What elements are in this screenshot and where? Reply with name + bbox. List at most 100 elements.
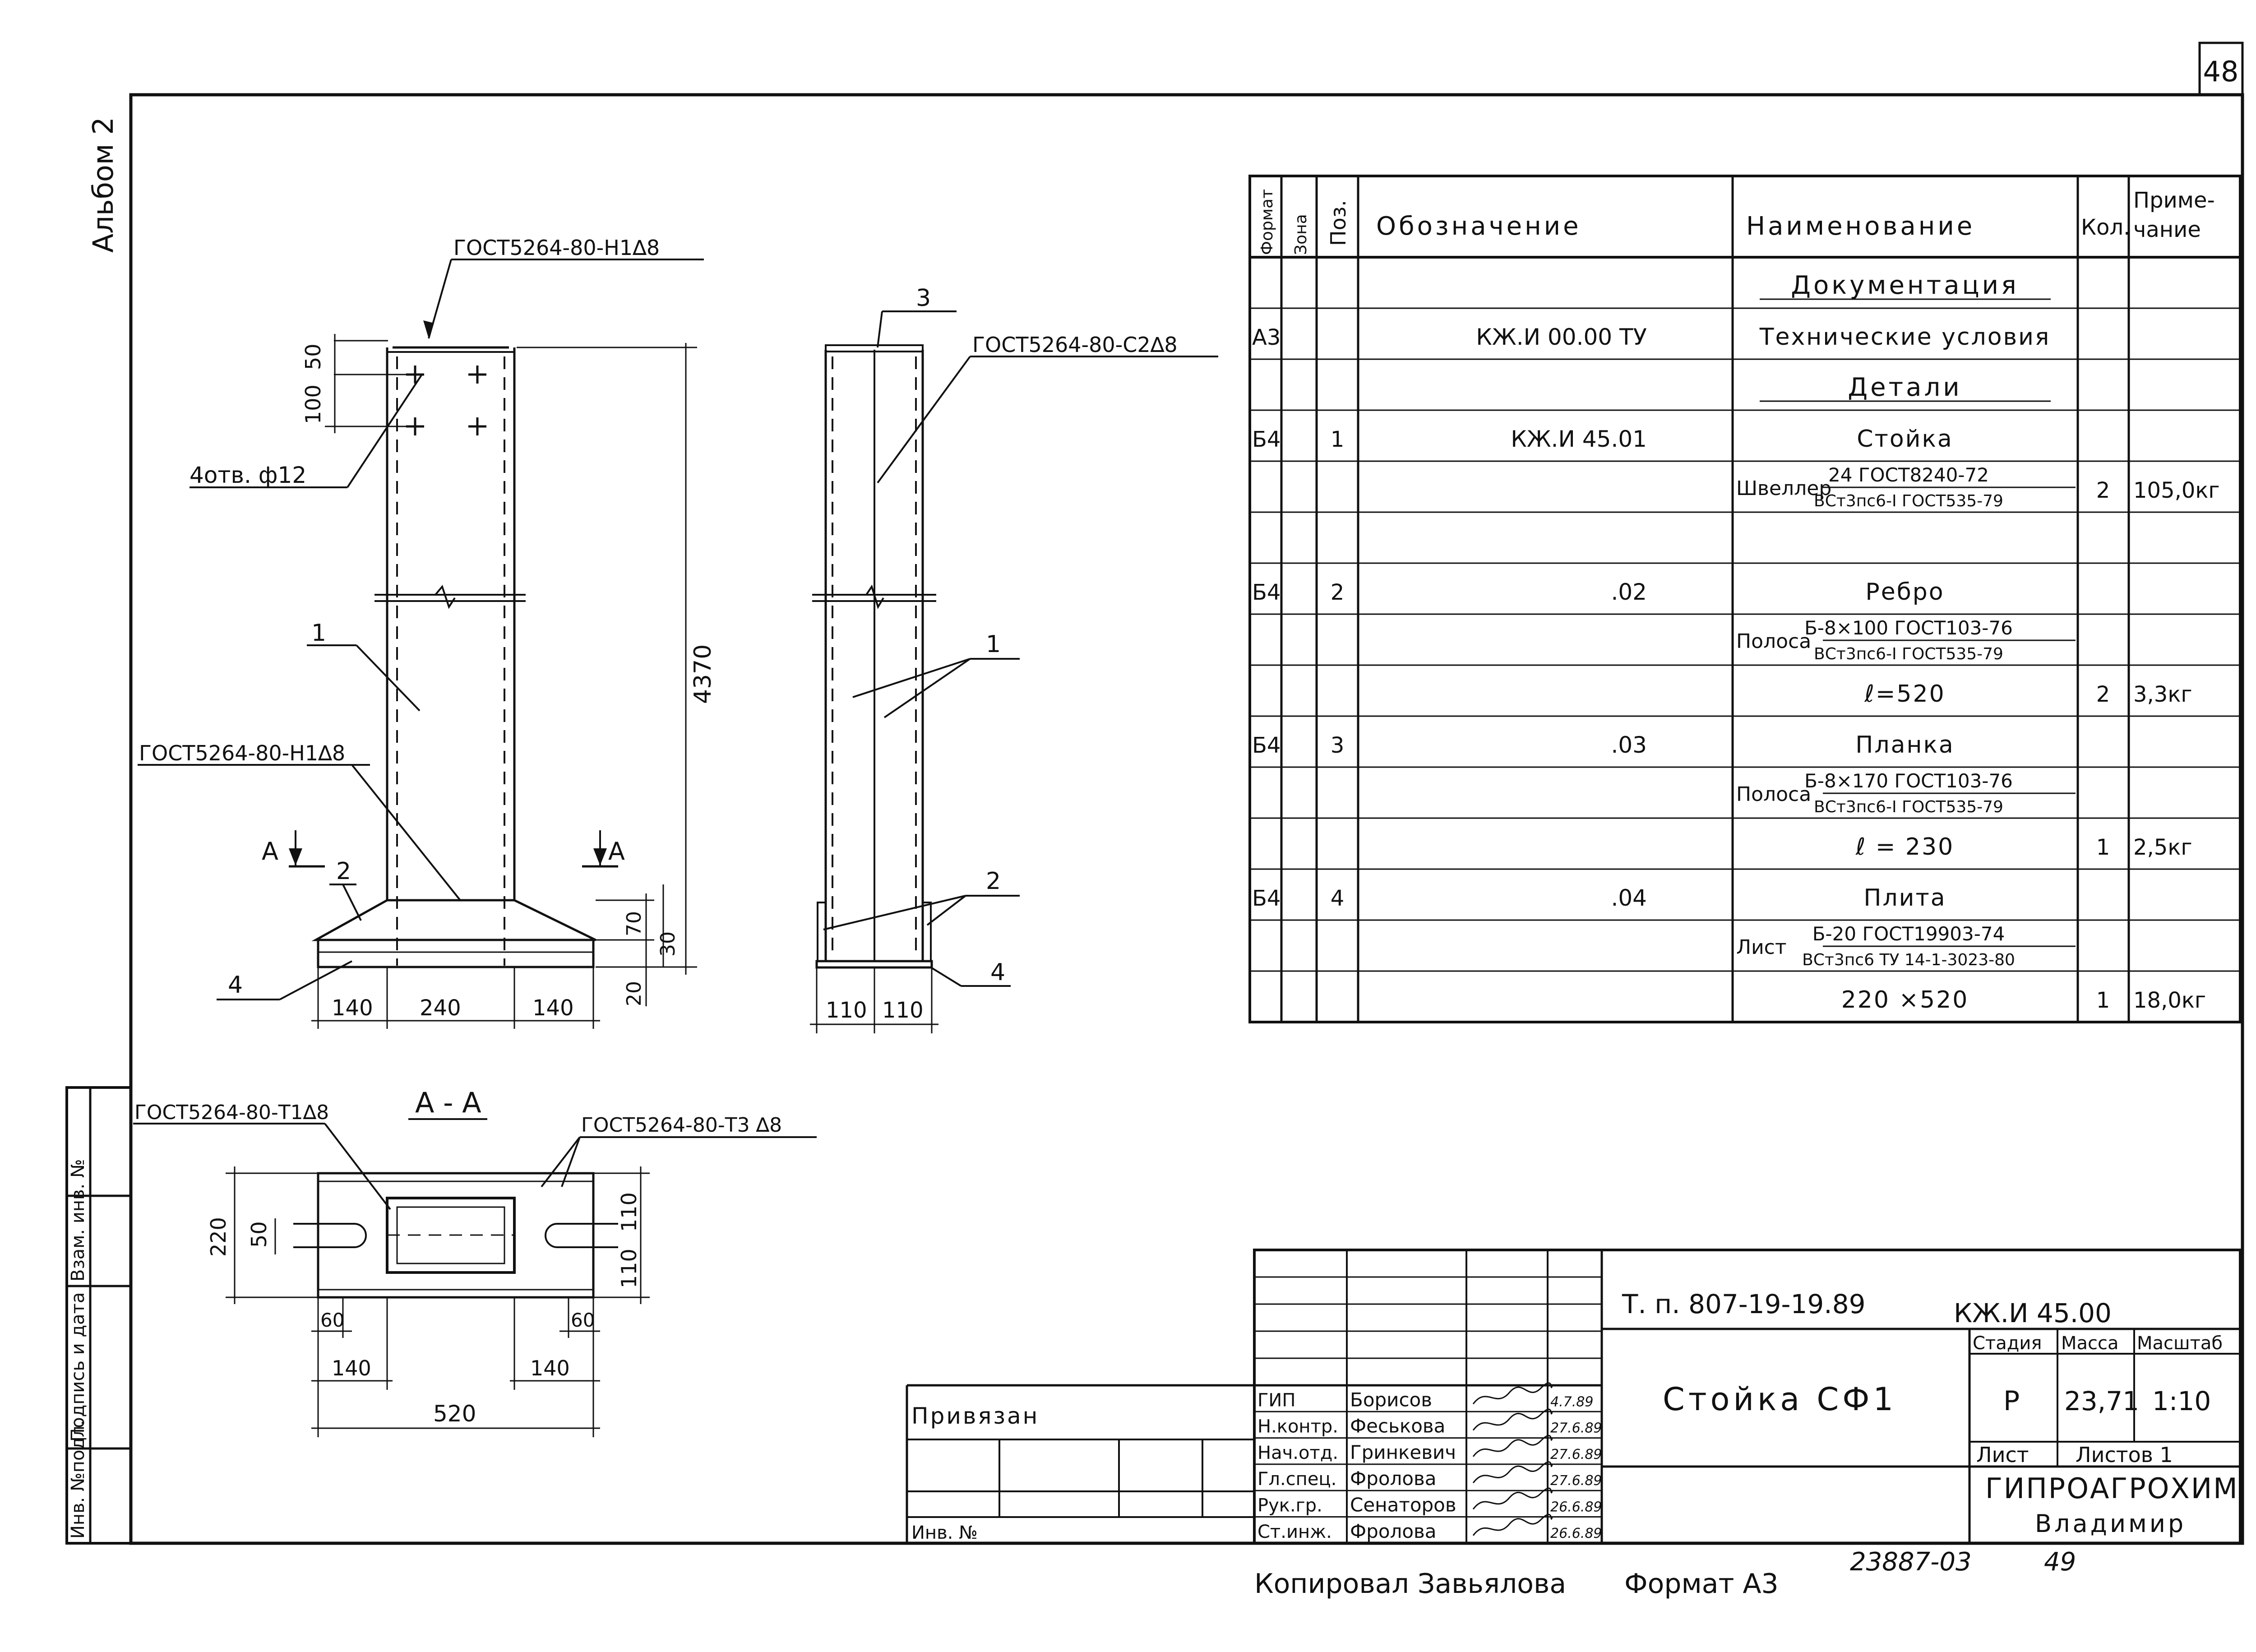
section-dim-50: 50	[247, 1221, 271, 1248]
album-label: Альбом 2	[87, 117, 120, 253]
section-mark-right-letter: А	[608, 837, 625, 865]
section-dim-60-right: 60	[571, 1309, 595, 1331]
spec-cell-qty: 2	[2096, 478, 2110, 503]
front-bottom-dim-1: 140	[332, 995, 373, 1021]
spec-cell-qty: 1	[2096, 988, 2110, 1013]
spec-cell-pos: 4	[1331, 886, 1345, 911]
spec-cell-name: Ребро	[1865, 578, 1944, 606]
sheets-label: Листов 1	[2076, 1443, 2173, 1467]
spec-cell-note: 18,0кг	[2133, 988, 2206, 1013]
side-pos1: 1	[986, 631, 1001, 658]
front-dim-100: 100	[301, 384, 325, 424]
spec-cell-name: Плита	[1863, 884, 1946, 912]
signer-name: Сенаторов	[1350, 1494, 1456, 1516]
front-holes-label: 4отв. ф12	[190, 462, 306, 488]
spec-cell-name: 220 ×520	[1841, 986, 1969, 1013]
signature-mark	[1472, 1382, 1553, 1405]
side-pos3: 3	[916, 285, 931, 312]
side-weld-label: ГОСТ5264-80-С2∆8	[972, 333, 1178, 357]
signer-date: 26.6.89	[1550, 1499, 1602, 1515]
front-dim-70: 70	[623, 911, 646, 936]
spec-table: Формат Зона Поз. Обозначение Наименовани…	[1248, 175, 2242, 1023]
side-pos2: 2	[986, 868, 1001, 895]
spec-cell-format: Б4	[1252, 580, 1281, 605]
sheet-frame	[129, 93, 2244, 1545]
section-a-a: А - А ГОСТ5264-80-Т1∆8 ГОСТ5264-80-Т3 ∆8…	[133, 1086, 817, 1437]
header-name: Наименование	[1746, 212, 1975, 241]
spec-cell-pos: 2	[1331, 580, 1345, 605]
stage-label: Стадия	[1973, 1333, 2042, 1354]
spec-cell-format: А3	[1252, 325, 1281, 350]
side-bottom-dim-2: 110	[882, 998, 924, 1023]
section-weld-right: ГОСТ5264-80-Т3 ∆8	[581, 1114, 782, 1137]
front-weld-base-label: ГОСТ5264-80-Н1∆8	[139, 741, 345, 765]
signer-date: 4.7.89	[1550, 1394, 1593, 1410]
header-format: Формат	[1258, 189, 1276, 255]
front-weld-top-label: ГОСТ5264-80-Н1∆8	[453, 236, 660, 260]
spec-cell-note: 3,3кг	[2133, 682, 2192, 707]
spec-cell-pos: 1	[1331, 427, 1345, 452]
signer-role: Нач.отд.	[1257, 1443, 1338, 1463]
signer-name: Фролова	[1350, 1467, 1437, 1490]
signer-name: Борисов	[1350, 1388, 1432, 1411]
section-weld-left: ГОСТ5264-80-Т1∆8	[134, 1101, 329, 1124]
spec-cell-name: Планка	[1855, 731, 1954, 759]
format-label: Формат А3	[1624, 1568, 1779, 1600]
section-dim-60-left: 60	[320, 1309, 344, 1331]
signer-role: Н.контр.	[1257, 1416, 1338, 1437]
spec-cell-name: Документация	[1791, 271, 2019, 300]
header-qty: Кол.	[2081, 215, 2130, 240]
spec-cell-qty: 2	[2096, 682, 2110, 707]
front-pos4: 4	[228, 972, 243, 999]
spec-cell-format: Б4	[1252, 733, 1281, 758]
spec-cell-note: 105,0кг	[2133, 478, 2220, 503]
section-dim-110-bot: 110	[617, 1249, 641, 1288]
spec-cell-designation: .03	[1611, 732, 1647, 758]
stage-value: Р	[2003, 1385, 2020, 1417]
spec-cell-name-prefix: Полоса	[1736, 630, 1811, 653]
copied-by: Копировал Завьялова	[1254, 1568, 1566, 1600]
side-stamp: Инв. №подл. Подпись и дата Взам. инв. №	[65, 1086, 132, 1545]
spec-cell-name-prefix: Лист	[1736, 936, 1787, 959]
spec-cell-name-bottom: ВСт3пс6-I ГОСТ535-79	[1814, 798, 2003, 816]
organization-name: ГИПРОАГРОХИМ	[1985, 1472, 2239, 1505]
header-note-1: Приме-	[2133, 188, 2215, 213]
signer-date: 27.6.89	[1550, 1473, 1602, 1489]
section-dim-520: 520	[433, 1401, 476, 1427]
signature-mark	[1472, 1461, 1553, 1484]
front-bottom-dim-2: 240	[420, 995, 461, 1021]
mass-label: Масса	[2061, 1333, 2119, 1354]
side-bottom-dim-1: 110	[826, 998, 867, 1023]
signer-role: Ст.инж.	[1257, 1522, 1332, 1542]
front-dim-20: 20	[623, 981, 646, 1006]
organization-city: Владимир	[2035, 1509, 2186, 1538]
side-view: 3 ГОСТ5264-80-С2∆8 1 2 4 110 110	[810, 285, 1218, 1033]
bolt-holes	[406, 366, 486, 435]
section-dim-140-left: 140	[332, 1356, 371, 1380]
signer-date: 27.6.89	[1550, 1447, 1602, 1462]
spec-cell-name: ℓ = 230	[1855, 833, 1954, 861]
front-dim-50: 50	[301, 343, 325, 370]
section-dim-140-right: 140	[530, 1356, 570, 1380]
header-pos: Поз.	[1326, 200, 1350, 246]
drawing-code: КЖ.И 45.00	[1954, 1298, 2112, 1328]
section-mark-left: А	[262, 830, 325, 868]
spec-cell-format: Б4	[1252, 427, 1281, 452]
front-pos1: 1	[311, 620, 326, 647]
mass-value: 23,71	[2064, 1386, 2139, 1416]
signature-mark	[1472, 1435, 1553, 1457]
signature-mark	[1472, 1487, 1553, 1510]
section-mark-right: А	[582, 830, 625, 868]
signer-date: 26.6.89	[1550, 1526, 1602, 1541]
signature-mark	[1472, 1408, 1553, 1431]
front-dim-30: 30	[656, 931, 680, 957]
drawing-title: Стойка СФ1	[1663, 1381, 1897, 1418]
spec-cell-name-bottom: ВСт3пс6-I ГОСТ535-79	[1814, 492, 2003, 510]
signer-role: ГИП	[1257, 1390, 1295, 1411]
signature-mark	[1472, 1513, 1553, 1536]
spec-cell-name-top: Б-8×170 ГОСТ103-76	[1804, 770, 2013, 792]
signer-role: Рук.гр.	[1257, 1495, 1322, 1516]
spec-cell-name: Детали	[1848, 373, 1962, 402]
